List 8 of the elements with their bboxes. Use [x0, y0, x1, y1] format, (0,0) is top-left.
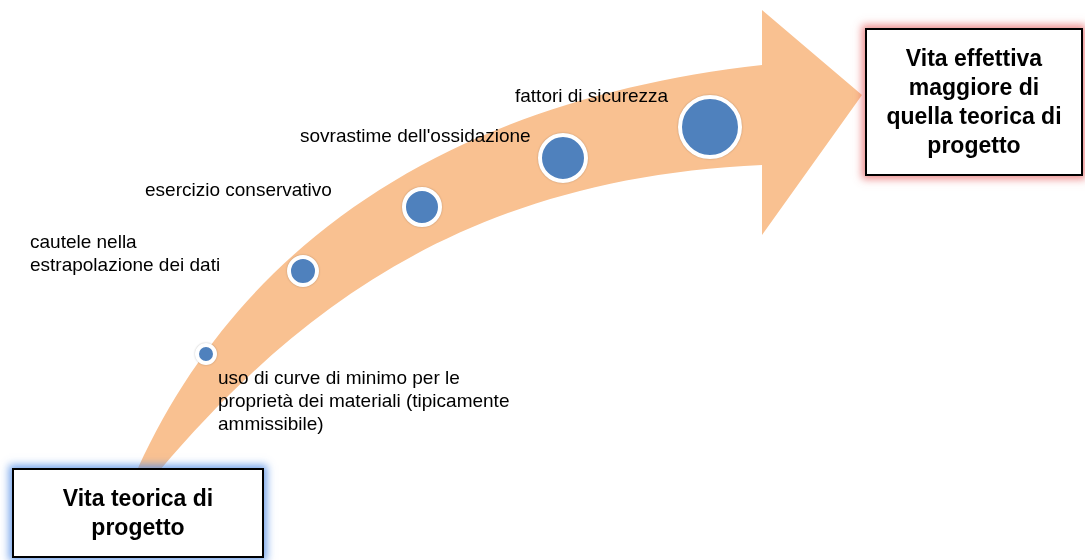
caption-text: uso di curve di minimo per le proprietà dei materiali (tipicamente ammissibile): [218, 366, 511, 435]
text-box: Vita teorica di progetto: [12, 468, 264, 558]
circle-marker: [195, 343, 217, 365]
caption-text: esercizio conservativo: [145, 178, 333, 201]
text-box: Vita effettiva maggiore di quella teorica di progetto: [865, 28, 1083, 176]
caption-text: fattori di sicurezza: [515, 84, 670, 107]
caption-text: sovrastime dell'ossidazione: [300, 124, 532, 147]
caption-text: cautele nella estrapolazione dei dati: [30, 230, 222, 276]
